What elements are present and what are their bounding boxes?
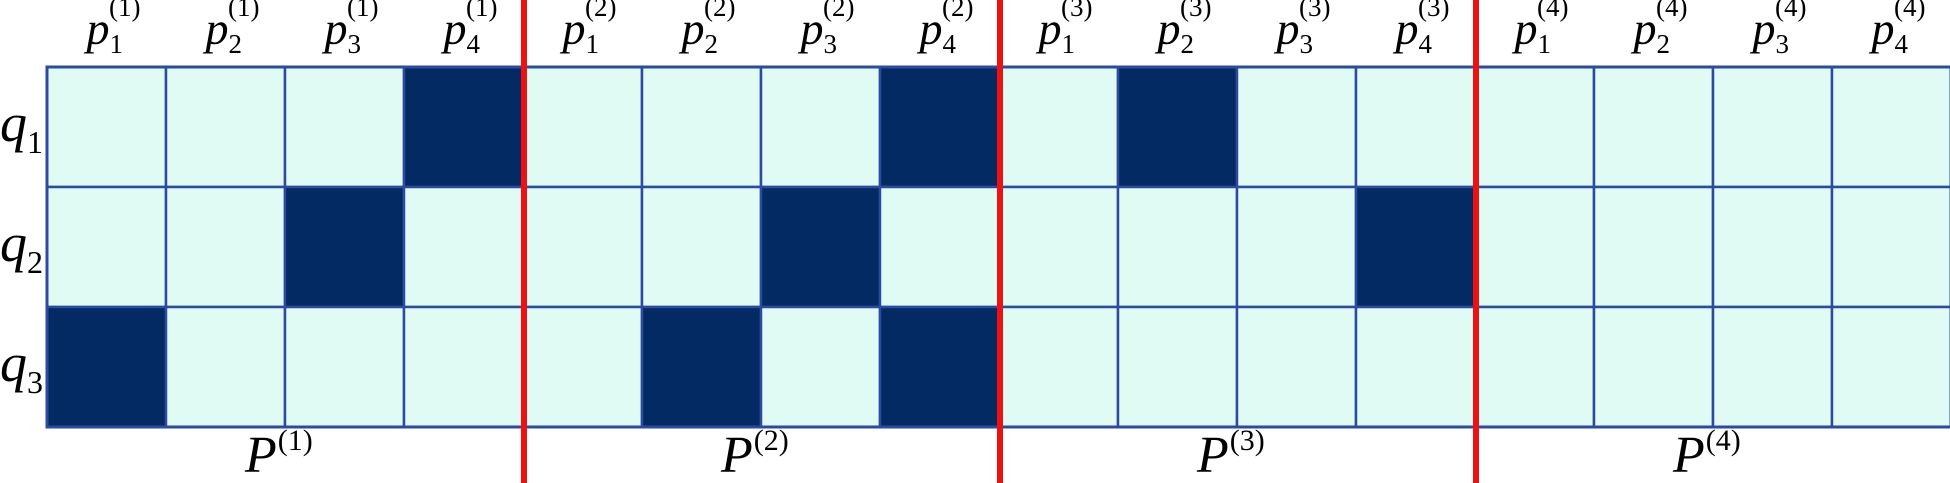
matrix-cell-empty <box>164 65 287 189</box>
matrix-cell-empty <box>1711 305 1834 429</box>
matrix-cell-empty <box>759 65 882 189</box>
column-label: p2(1) <box>203 0 260 59</box>
matrix-cell-empty <box>1473 65 1596 189</box>
matrix-cell-empty <box>521 65 644 189</box>
matrix-cell-empty <box>45 65 168 189</box>
matrix-cell-empty <box>878 185 1001 309</box>
matrix-cell-empty <box>1830 305 1950 429</box>
matrix-cell-empty <box>1711 65 1834 189</box>
matrix-cell-empty <box>1235 305 1358 429</box>
matrix-cell-empty <box>283 65 406 189</box>
matrix-cell-empty <box>521 185 644 309</box>
matrix-cell-empty <box>1592 185 1715 309</box>
row-label: q3 <box>0 333 43 400</box>
matrix-cell-empty <box>1116 305 1239 429</box>
matrix-cell-empty <box>283 305 406 429</box>
column-label: p2(3) <box>1155 0 1212 59</box>
row-label: q1 <box>0 93 43 160</box>
column-label: p1(2) <box>560 0 617 59</box>
column-label: p1(4) <box>1512 0 1569 59</box>
column-label: p3(2) <box>798 0 855 59</box>
column-label: p2(4) <box>1631 0 1688 59</box>
matrix-cell-filled <box>1354 185 1477 309</box>
matrix-cell-empty <box>1473 185 1596 309</box>
matrix-cell-empty <box>1116 185 1239 309</box>
column-label: p4(3) <box>1393 0 1450 59</box>
column-label: p1(1) <box>84 0 141 59</box>
group-label: P(4) <box>1672 424 1741 483</box>
matrix-cell-filled <box>759 185 882 309</box>
matrix-cell-empty <box>1592 65 1715 189</box>
matrix-cell-empty <box>1830 185 1950 309</box>
matrix-cell-empty <box>1235 185 1358 309</box>
matrix-cell-empty <box>164 305 287 429</box>
matrix-cell-empty <box>1354 65 1477 189</box>
matrix-cell-empty <box>402 305 525 429</box>
column-label: p4(1) <box>441 0 498 59</box>
matrix-cells <box>45 65 1950 429</box>
matrix-cell-empty <box>45 185 168 309</box>
matrix-cell-empty <box>1473 305 1596 429</box>
matrix-cell-filled <box>878 305 1001 429</box>
row-label: q2 <box>0 213 43 280</box>
column-label: p2(2) <box>679 0 736 59</box>
matrix-cell-filled <box>45 305 168 429</box>
matrix-cell-empty <box>759 305 882 429</box>
matrix-cell-empty <box>164 185 287 309</box>
matrix-cell-empty <box>640 65 763 189</box>
group-label: P(3) <box>1196 424 1265 483</box>
matrix-cell-empty <box>997 305 1120 429</box>
matrix-cell-empty <box>997 185 1120 309</box>
matrix-cell-empty <box>1711 185 1834 309</box>
column-label: p3(1) <box>322 0 379 59</box>
matrix-cell-empty <box>640 185 763 309</box>
matrix-cell-filled <box>878 65 1001 189</box>
matrix-cell-empty <box>997 65 1120 189</box>
column-label: p3(4) <box>1750 0 1807 59</box>
group-label: P(2) <box>720 424 789 483</box>
column-labels: p1(1) p2(1) p3(1) p4(1) p1(2) p2(2) p3(2) p4(2)… <box>84 0 1926 59</box>
matrix-cell-filled <box>402 65 525 189</box>
matrix-cell-empty <box>1235 65 1358 189</box>
matrix-cell-empty <box>1354 305 1477 429</box>
group-label: P(1) <box>244 424 313 483</box>
column-label: p4(2) <box>917 0 974 59</box>
matrix-cell-empty <box>402 185 525 309</box>
row-labels: q1 q2 q3 <box>0 93 43 400</box>
matrix-cell-filled <box>640 305 763 429</box>
matrix-cell-filled <box>283 185 406 309</box>
matrix-cell-empty <box>1830 65 1950 189</box>
group-labels: P(1) P(2) P(3) P(4) <box>244 424 1741 483</box>
column-label: p3(3) <box>1274 0 1331 59</box>
matrix-cell-filled <box>1116 65 1239 189</box>
column-label: p4(4) <box>1869 0 1926 59</box>
group-separators <box>521 0 1479 483</box>
matrix-cell-empty <box>1592 305 1715 429</box>
matrix-cell-empty <box>521 305 644 429</box>
column-label: p1(3) <box>1036 0 1093 59</box>
